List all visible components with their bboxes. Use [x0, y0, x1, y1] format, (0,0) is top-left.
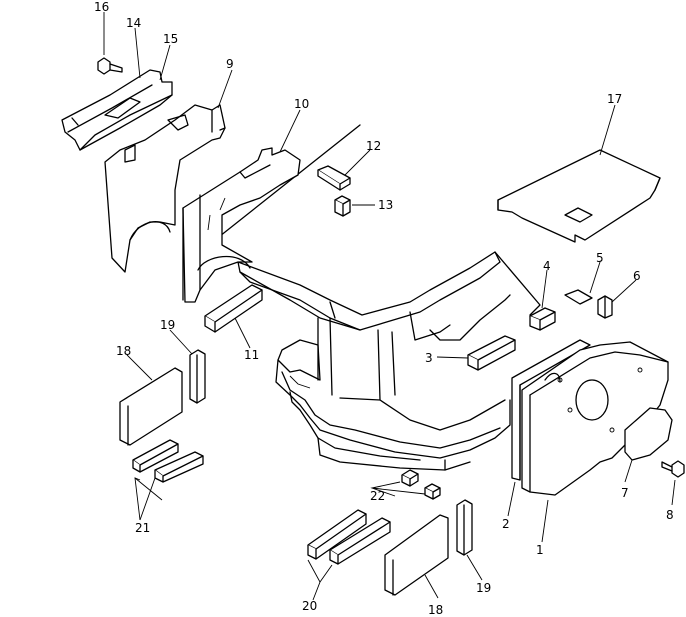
part-5-pad [564, 289, 593, 305]
callout-14: 14 [126, 16, 141, 30]
part-16-bolt [97, 57, 123, 75]
callout-2: 2 [502, 517, 510, 531]
part-6-clip [597, 295, 613, 319]
part-9-side-panel [104, 104, 226, 273]
part-11-bar [204, 284, 263, 333]
callout-7: 7 [621, 486, 629, 500]
part-13-block [334, 195, 351, 217]
part-8-bolt [661, 460, 685, 478]
leader-lines [103, 12, 676, 601]
part-1-side-cover [521, 341, 669, 496]
callout-5: 5 [596, 251, 604, 265]
part-14-15-top-bracket [61, 69, 173, 151]
callout-21: 21 [135, 521, 150, 535]
callout-12: 12 [366, 139, 381, 153]
part-18-plate-left [119, 367, 183, 446]
callout-18-bottom: 18 [428, 603, 443, 617]
callout-19-left: 19 [160, 318, 175, 332]
callout-8: 8 [666, 508, 674, 522]
callout-22: 22 [370, 489, 385, 503]
part-4-block [529, 307, 556, 331]
part-12-block [317, 165, 351, 191]
part-20-blocks [307, 509, 391, 565]
callout-4: 4 [543, 259, 551, 273]
callout-1: 1 [536, 543, 544, 557]
part-17-top-lid [497, 149, 661, 243]
part-21-blocks [132, 439, 204, 483]
part-18-plate-bottom [384, 514, 449, 596]
callout-10: 10 [294, 97, 309, 111]
callout-9: 9 [226, 57, 234, 71]
part-22-blocks [401, 469, 441, 500]
callout-15: 15 [163, 32, 178, 46]
part-10-rear-cover [182, 147, 301, 303]
callout-20: 20 [302, 599, 317, 613]
callout-11: 11 [244, 348, 259, 362]
callout-16: 16 [94, 0, 109, 14]
part-19-strip-left [189, 349, 206, 404]
part-3-bar [467, 335, 516, 371]
callout-3: 3 [425, 351, 433, 365]
part-2-plate [511, 339, 591, 481]
main-frame [214, 124, 541, 471]
part-7-cover-plate [624, 407, 673, 461]
callout-13: 13 [378, 198, 393, 212]
callout-19-bottom: 19 [476, 581, 491, 595]
callout-17: 17 [607, 92, 622, 106]
part-19-strip-bottom [456, 499, 473, 556]
callout-labels: 16 14 15 9 10 12 13 17 4 5 6 3 11 19 18 … [94, 0, 674, 617]
callout-6: 6 [633, 269, 641, 283]
callout-18-left: 18 [116, 344, 131, 358]
